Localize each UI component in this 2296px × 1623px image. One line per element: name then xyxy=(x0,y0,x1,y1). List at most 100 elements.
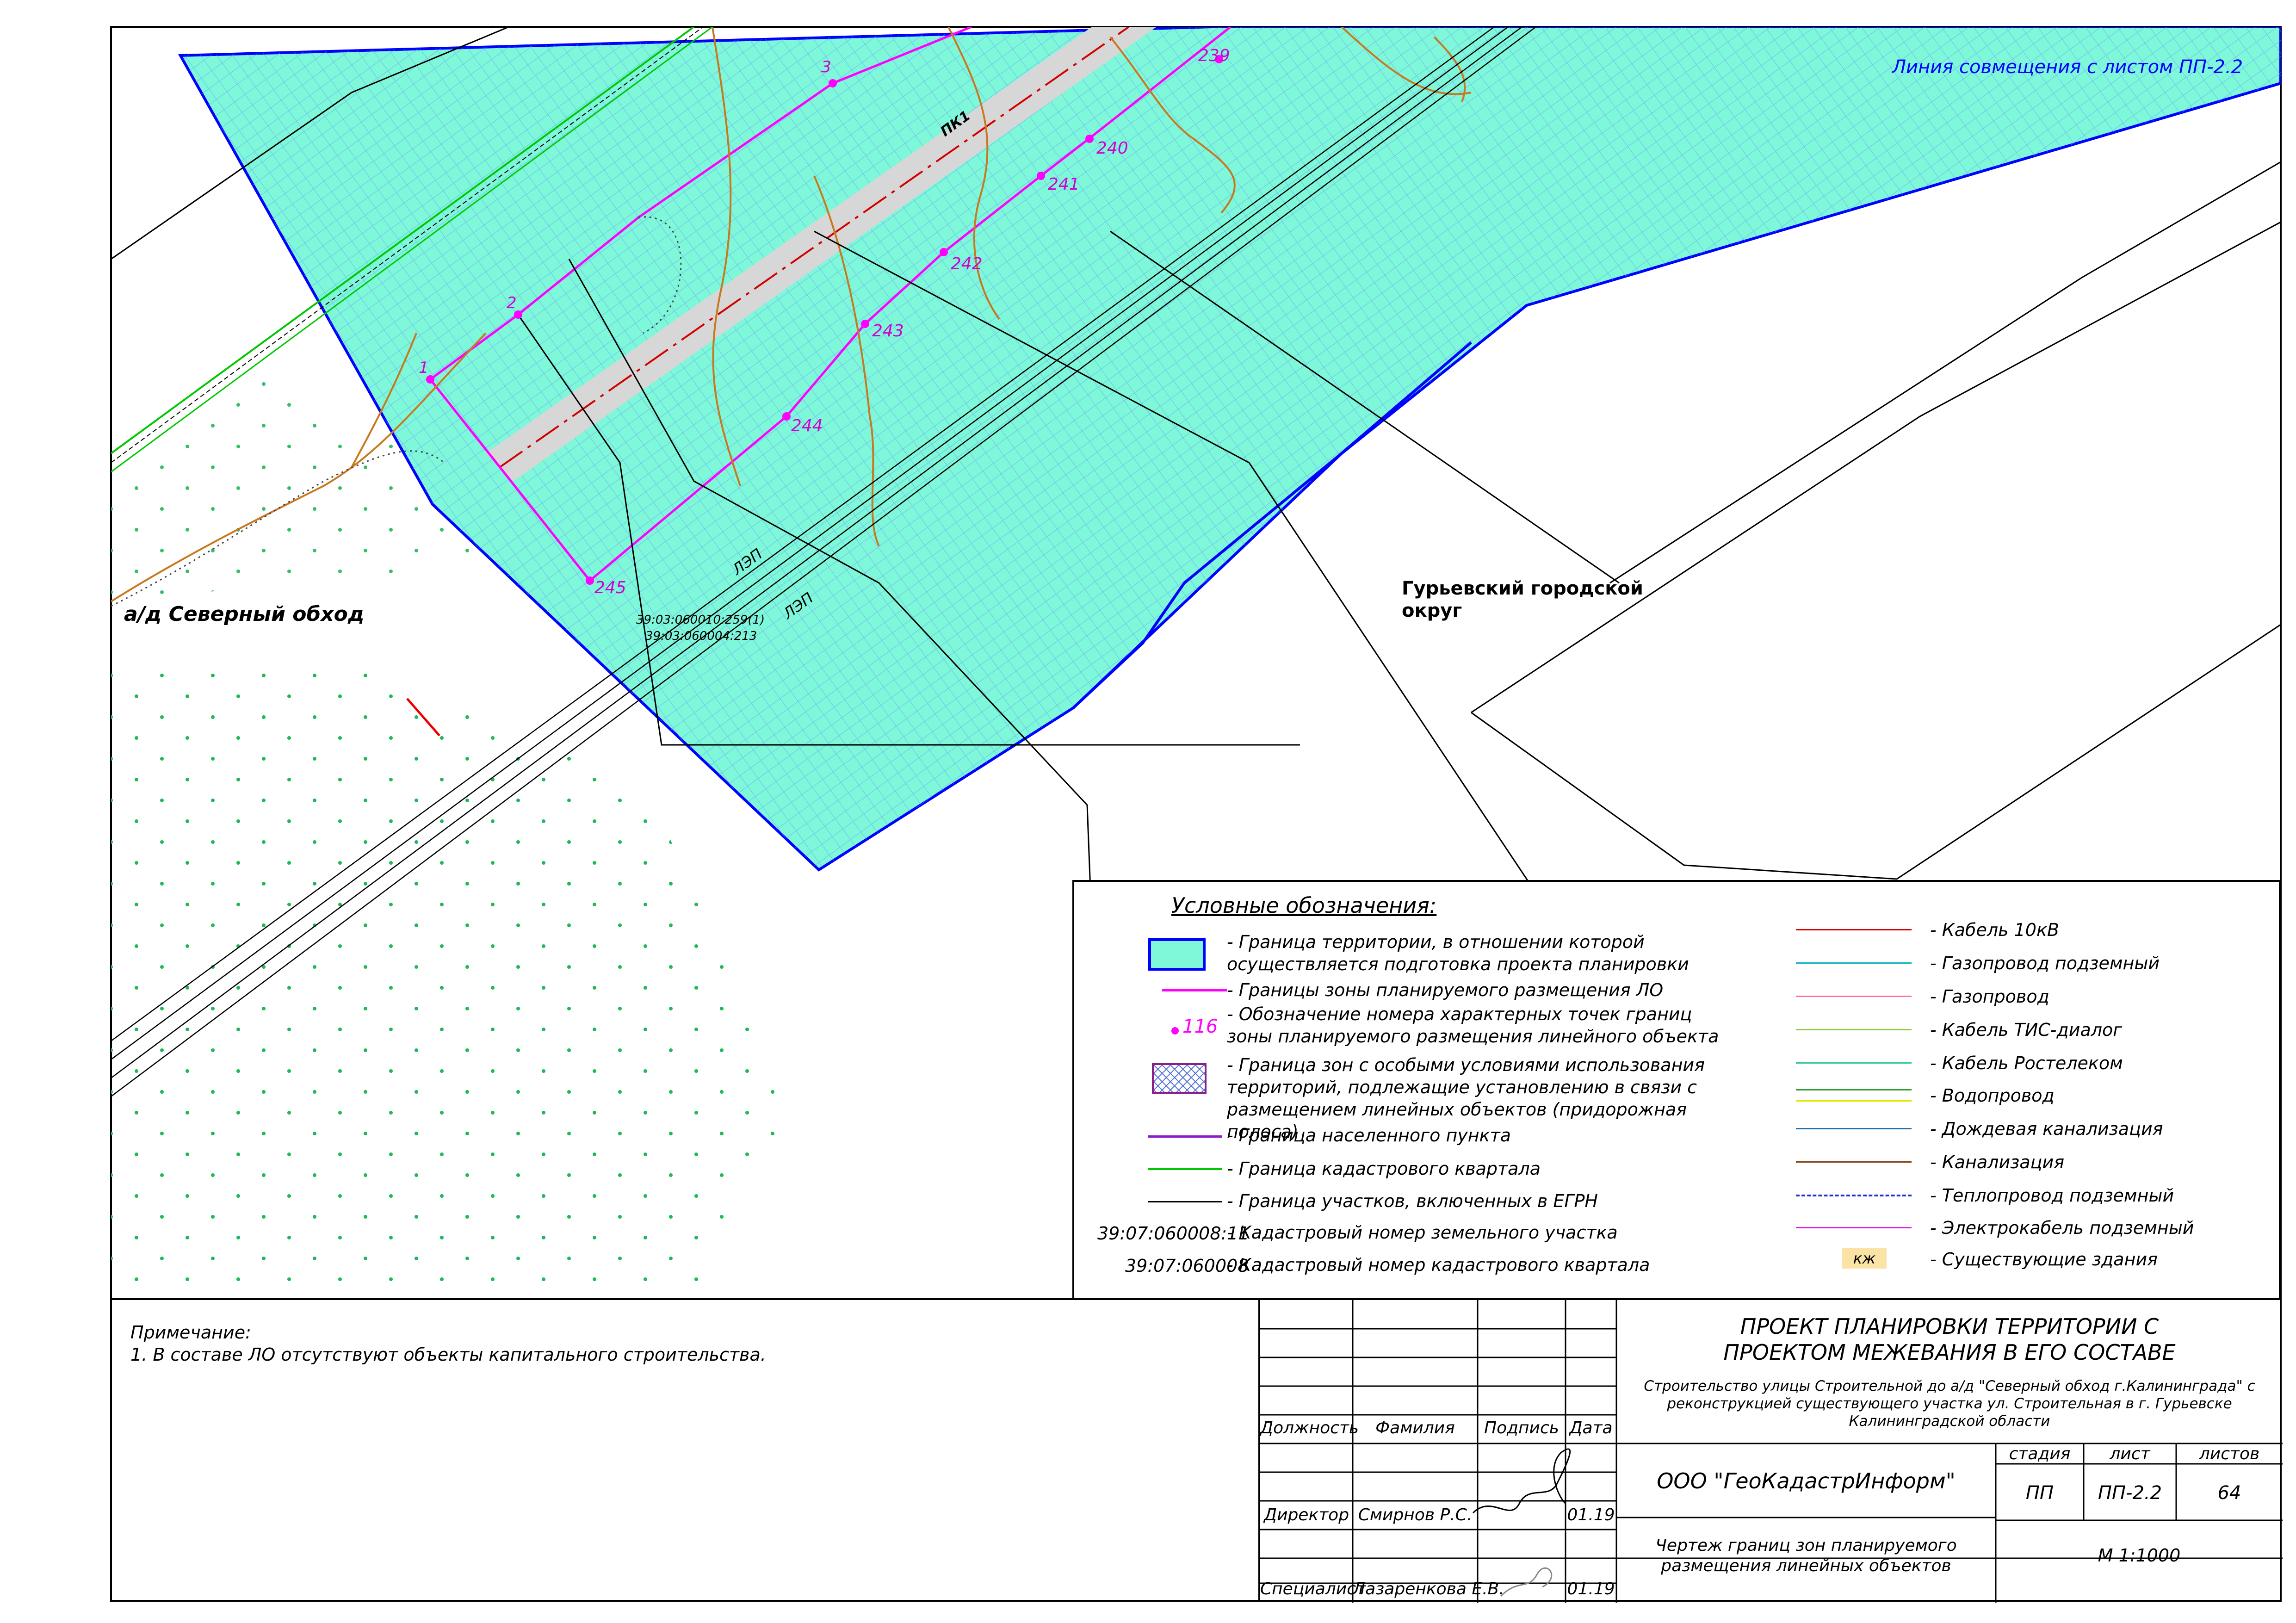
contour-line xyxy=(947,27,1000,320)
point-label: 1 xyxy=(419,359,429,377)
legend-panel: Условные обозначения: - Граница территор… xyxy=(1072,880,2281,1300)
stage-label: стадия xyxy=(2009,1444,2071,1463)
legend-sample-territory xyxy=(1148,938,1206,971)
utility-line xyxy=(111,27,1509,1060)
contour-line xyxy=(712,27,741,486)
point-label: 241 xyxy=(1048,175,1080,194)
contour-line xyxy=(1341,27,1472,95)
row1-name: Смирнов Р.С. xyxy=(1358,1505,1473,1524)
legend-line-tis xyxy=(1796,1029,1912,1030)
legend-line-heating xyxy=(1796,1195,1912,1196)
col-signature-header: Подпись xyxy=(1484,1419,1559,1437)
project-title-line2: ПРОЕКТОМ МЕЖЕВАНИЯ В ЕГО СОСТАВЕ xyxy=(1723,1340,2176,1365)
row1-date: 01.19 xyxy=(1567,1505,1615,1524)
contour-line xyxy=(351,333,417,468)
object-description-line2: реконструкцией существующего участка ул.… xyxy=(1667,1395,2232,1412)
legend-right-text: - Канализация xyxy=(1930,1152,2065,1172)
district-label-line2: округ xyxy=(1402,600,1462,621)
utility-line xyxy=(111,27,1536,1097)
vegetation-area-upper xyxy=(111,379,486,601)
legend-right-text: - Дождевая канализация xyxy=(1930,1119,2163,1139)
combine-line-label: Линия совмещения с листом ПП-2.2 xyxy=(1892,56,2243,78)
legend-sample-hatch xyxy=(1152,1063,1207,1094)
note-area: Примечание: 1. В составе ЛО отсутствуют … xyxy=(111,1298,1258,1603)
drawing-name-line2: размещения линейных объектов xyxy=(1661,1556,1951,1575)
parcel-boundary xyxy=(111,27,509,260)
contour-line xyxy=(1109,36,1236,214)
point-label: 243 xyxy=(872,322,904,341)
signature-1 xyxy=(1472,1448,1571,1514)
stage-value: ПП xyxy=(2025,1482,2054,1504)
legend-line-rostelecom xyxy=(1796,1062,1912,1064)
legend-sample-settlement-line xyxy=(1148,1135,1222,1138)
parcel-boundary xyxy=(1609,161,2281,584)
green-boundary xyxy=(111,27,713,473)
parcel-boundary xyxy=(1110,230,1620,584)
legend-sample-building: кж xyxy=(1842,1248,1887,1269)
legend-right-text: - Электрокабель подземный xyxy=(1930,1218,2194,1238)
legend-text: - Граница территории, в отношении которо… xyxy=(1227,932,1689,974)
contour-line xyxy=(111,332,487,602)
road-label: а/д Северный обход xyxy=(124,602,365,626)
sheets-label: листов xyxy=(2199,1444,2260,1463)
legend-line-gas-underground xyxy=(1796,962,1912,964)
legend-sample-point xyxy=(1171,1027,1179,1035)
green-boundary xyxy=(111,27,695,454)
row2-date: 01.19 xyxy=(1567,1580,1615,1598)
legend-sample-quarter-line xyxy=(1148,1168,1222,1170)
point-label: 2 xyxy=(507,294,517,312)
legend-text: - Кадастровый номер земельного участка xyxy=(1227,1222,1618,1243)
legend-right-text: - Водопровод xyxy=(1930,1085,2055,1106)
point-label: 240 xyxy=(1096,139,1128,158)
legend-line-electric-cable xyxy=(1796,1227,1912,1228)
legend-sample-point-label: 116 xyxy=(1182,1016,1218,1037)
legend-text: - Граница населенного пункта xyxy=(1227,1125,1511,1146)
territory-grid xyxy=(180,27,2281,870)
legend-text: - Кадастровый номер кадастрового квартал… xyxy=(1227,1255,1650,1275)
project-title-line1: ПРОЕКТ ПЛАНИРОВКИ ТЕРРИТОРИИ С xyxy=(1740,1314,2159,1339)
company-name: ООО "ГеоКадастрИнформ" xyxy=(1657,1468,1956,1493)
sheet-value: ПП-2.2 xyxy=(2098,1482,2162,1504)
settlement-dotted xyxy=(111,450,445,607)
row1-position: Директор xyxy=(1263,1505,1349,1524)
point-label: 245 xyxy=(594,578,626,597)
title-block-grid xyxy=(1260,1300,2283,1603)
legend-right-column: - Кабель 10кВ - Газопровод подземный - Г… xyxy=(1796,919,2259,1298)
rail-line xyxy=(111,27,704,463)
note-title: Примечание: xyxy=(130,1322,251,1343)
vegetation-area xyxy=(111,666,786,1295)
legend-line-cable-10kv xyxy=(1796,929,1912,930)
drawing-name-line1: Чертеж границ зон планируемого xyxy=(1655,1536,1957,1555)
cadastral-number-label: 39:03:060004:213 xyxy=(645,629,757,643)
legend-sample-parcel-line xyxy=(1148,1201,1222,1202)
legend-right-text: - Существующие здания xyxy=(1930,1249,2158,1270)
legend-right-text: - Газопровод xyxy=(1930,986,2049,1007)
parcel-boundary xyxy=(1471,624,2281,880)
characteristic-points xyxy=(426,55,1223,585)
point-label: 239 xyxy=(1198,46,1230,65)
row2-name: Лазаренкова Е.В. xyxy=(1353,1580,1504,1598)
legend-text: - Граница кадастрового квартала xyxy=(1227,1158,1541,1179)
col-surname-header: Фамилия xyxy=(1375,1419,1455,1437)
legend-line-gas xyxy=(1796,996,1912,997)
legend-line-sewer xyxy=(1796,1161,1912,1163)
point-label: 3 xyxy=(821,58,831,76)
planned-zone-end xyxy=(429,378,591,582)
point-label: 244 xyxy=(791,416,823,435)
parcel-boundary xyxy=(517,314,1300,746)
legend-right-text: - Кабель Ростелеком xyxy=(1930,1053,2123,1073)
legend-sample-parcel-number: 39:07:060008:11 xyxy=(1097,1223,1250,1244)
legend-sample-zone-line xyxy=(1162,989,1227,991)
title-block: ПРОЕКТ ПЛАНИРОВКИ ТЕРРИТОРИИ С ПРОЕКТОМ … xyxy=(1258,1298,2283,1603)
contour-line xyxy=(813,175,880,546)
contour-line xyxy=(1433,36,1466,102)
note-text: 1. В составе ЛО отсутствуют объекты капи… xyxy=(130,1344,766,1365)
object-description-line1: Строительство улицы Строительной до а/д … xyxy=(1644,1378,2255,1394)
legend-right-text: - Кабель ТИС-диалог xyxy=(1930,1020,2123,1040)
point-label: 242 xyxy=(951,254,983,273)
scale: М 1:1000 xyxy=(2098,1545,2181,1566)
road-strip xyxy=(486,27,1157,481)
signature-2 xyxy=(1500,1567,1553,1597)
utility-line xyxy=(111,27,1522,1079)
row2-position: Специалист xyxy=(1260,1580,1366,1598)
